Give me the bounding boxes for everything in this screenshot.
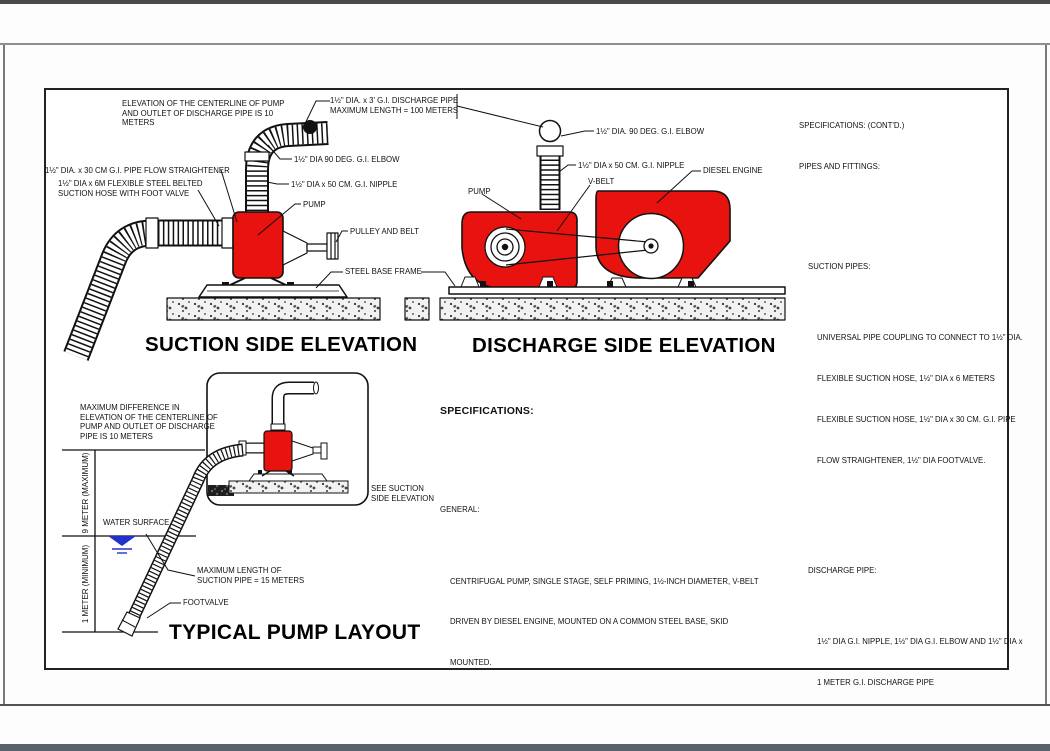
annotation-footvalve: FOOTVALVE: [183, 598, 229, 607]
annotation-max-difference: MAXIMUM DIFFERENCE IN ELEVATION OF THE C…: [80, 403, 218, 442]
annotation-suction-elbow: 1½" DIA 90 DEG. G.I. ELBOW: [294, 155, 400, 164]
specifications-contd-block: SPECIFICATIONS: (CONT'D.) PIPES AND FITT…: [799, 101, 1023, 751]
spec-section: DISCHARGE PIPE: 1½" DIA G.I. NIPPLE, 1½"…: [799, 545, 1023, 729]
annotation-suction-nipple: 1½" DIA x 50 CM. G.I. NIPPLE: [291, 180, 398, 189]
typical-pump-layout-drawing: 9 METER (MAXIMUM) 1 METER (MINIMUM): [62, 372, 369, 637]
specifications-contd-heading: SPECIFICATIONS: (CONT'D.): [799, 121, 905, 131]
specifications-contd-sections: SUCTION PIPES: UNIVERSAL PIPE COUPLING T…: [799, 193, 1023, 751]
dim-label-min: 1 METER (MINIMUM): [81, 545, 90, 624]
annotation-water-surface: WATER SURFACE: [103, 518, 170, 527]
annotation-pulley-belt: PULLEY AND BELT: [350, 227, 420, 236]
page-border-bottom: [0, 704, 1050, 706]
inset-base-frame: [248, 470, 328, 482]
spec-section-lines: UNIVERSAL PIPE COUPLING TO CONNECT TO 1½…: [799, 292, 1023, 486]
specifications-block: SPECIFICATIONS: GENERAL: CENTRIFUGAL PUM…: [440, 386, 759, 751]
spec-line: FLOW STRAIGHTENER, 1½" DIA FOOTVALVE.: [817, 455, 986, 465]
annotation-elevation-note: ELEVATION OF THE CENTERLINE OF PUMP AND …: [122, 99, 285, 128]
suction-discharge-pipe: [244, 120, 328, 216]
specifications-heading: SPECIFICATIONS:: [440, 405, 534, 418]
pipe-open-end: [303, 120, 317, 134]
water-surface-symbol: [108, 536, 136, 554]
annotation-discharge-pump: PUMP: [468, 187, 491, 196]
annotation-suction-pump: PUMP: [303, 200, 326, 209]
discharge-nipple-pipe: [536, 119, 564, 211]
spec-line: MOUNTED.: [450, 658, 492, 668]
ground-strip: [208, 485, 234, 496]
spec-line: FLEXIBLE SUCTION HOSE, 1½" DIA x 30 CM. …: [817, 414, 1016, 424]
annotation-v-belt: V-BELT: [588, 177, 615, 186]
suction-pump-body: [232, 211, 284, 279]
specifications-sections: GENERAL: CENTRIFUGAL PUMP, SINGLE STAGE,…: [440, 437, 759, 751]
spec-line: CENTRIFUGAL PUMP, SINGLE STAGE, SELF PRI…: [450, 576, 759, 586]
annotation-suction-length: MAXIMUM LENGTH OF SUCTION PIPE = 15 METE…: [197, 566, 305, 585]
suction-base-frame: [198, 277, 348, 298]
page-border-left: [3, 45, 5, 705]
annotation-discharge-nipple: 1½" DIA x 50 CM. G.I. NIPPLE: [578, 161, 685, 170]
annotation-see-suction: SEE SUCTION SIDE ELEVATION: [371, 484, 434, 503]
discharge-elbow-end: [538, 119, 562, 143]
suction-view-title: SUCTION SIDE ELEVATION: [145, 333, 418, 356]
annotation-steel-base: STEEL BASE FRAME: [345, 267, 422, 276]
spec-section-label: SUCTION PIPES:: [808, 261, 871, 271]
flywheel-hub-center: [648, 243, 654, 249]
suction-elevation-drawing: [76, 120, 381, 356]
footvalve-symbol: [117, 611, 141, 637]
spec-section-lines: 1½" DIA G.I. NIPPLE, 1½" DIA G.I. ELBOW …: [799, 596, 1023, 708]
header-divider: [0, 43, 1050, 45]
spec-line: DRIVEN BY DIESEL ENGINE, MOUNTED ON A CO…: [450, 617, 729, 627]
spec-line: 1½" DIA G.I. NIPPLE, 1½" DIA G.I. ELBOW …: [817, 637, 1023, 647]
spec-section: SUCTION PIPES: UNIVERSAL PIPE COUPLING T…: [799, 241, 1023, 506]
spec-section-label: GENERAL:: [440, 505, 480, 515]
spec-section: PUMP: DIAMETER = 3" x 3" (IN/OUT) WATER …: [440, 747, 759, 751]
footer-bar: [0, 744, 1050, 751]
pipes-fittings-subheading: PIPES AND FITTINGS:: [799, 162, 881, 172]
annotation-suction-hose: 1½" DIA x 6M FLEXIBLE STEEL BELTED SUCTI…: [58, 179, 203, 198]
flexible-suction-hose: [76, 217, 233, 356]
spec-line: FLEXIBLE SUCTION HOSE, 1½" DIA x 6 METER…: [817, 374, 995, 384]
discharge-elevation-drawing: [404, 119, 786, 321]
dim-label-max: 9 METER (MAXIMUM): [81, 452, 90, 533]
spec-section-lines: CENTRIFUGAL PUMP, SINGLE STAGE, SELF PRI…: [440, 536, 759, 689]
leader-lines: [145, 94, 701, 619]
annotation-diesel-engine: DIESEL ENGINE: [703, 166, 763, 175]
inset-concrete-pad: [228, 480, 349, 494]
annotation-discharge-pipe: 1½" DIA. x 3' G.I. DISCHARGE PIPE MAXIMU…: [330, 96, 459, 115]
v-belt-lines: [505, 228, 649, 266]
annotation-discharge-elbow: 1½" DIA. 90 DEG. G.I. ELBOW: [596, 127, 705, 136]
inset-pulley: [291, 440, 328, 462]
suction-concrete-pad: [166, 297, 381, 321]
discharge-base-frame: [448, 276, 786, 295]
discharge-concrete-pad: [439, 297, 786, 321]
annotation-flow-straightener: 1½" DIA. x 30 CM G.I. PIPE FLOW STRAIGHT…: [45, 166, 230, 175]
spec-section: GENERAL: CENTRIFUGAL PUMP, SINGLE STAGE,…: [440, 485, 759, 709]
inset-pump-body: [263, 430, 293, 472]
spec-section-label: DISCHARGE PIPE:: [808, 565, 877, 575]
discharge-view-title: DISCHARGE SIDE ELEVATION: [472, 334, 776, 357]
suction-pulley-assembly: [282, 230, 339, 266]
page-border-right: [1045, 45, 1047, 705]
top-bar: [0, 0, 1050, 4]
drawing-frame: [44, 88, 1009, 670]
spec-line: UNIVERSAL PIPE COUPLING TO CONNECT TO 1½…: [817, 333, 1023, 343]
spec-line: 1 METER G.I. DISCHARGE PIPE: [817, 677, 934, 687]
concrete-pad-fragment: [404, 297, 430, 321]
layout-view-title: TYPICAL PUMP LAYOUT: [169, 621, 421, 644]
pump-inlet-circles: [484, 226, 526, 268]
